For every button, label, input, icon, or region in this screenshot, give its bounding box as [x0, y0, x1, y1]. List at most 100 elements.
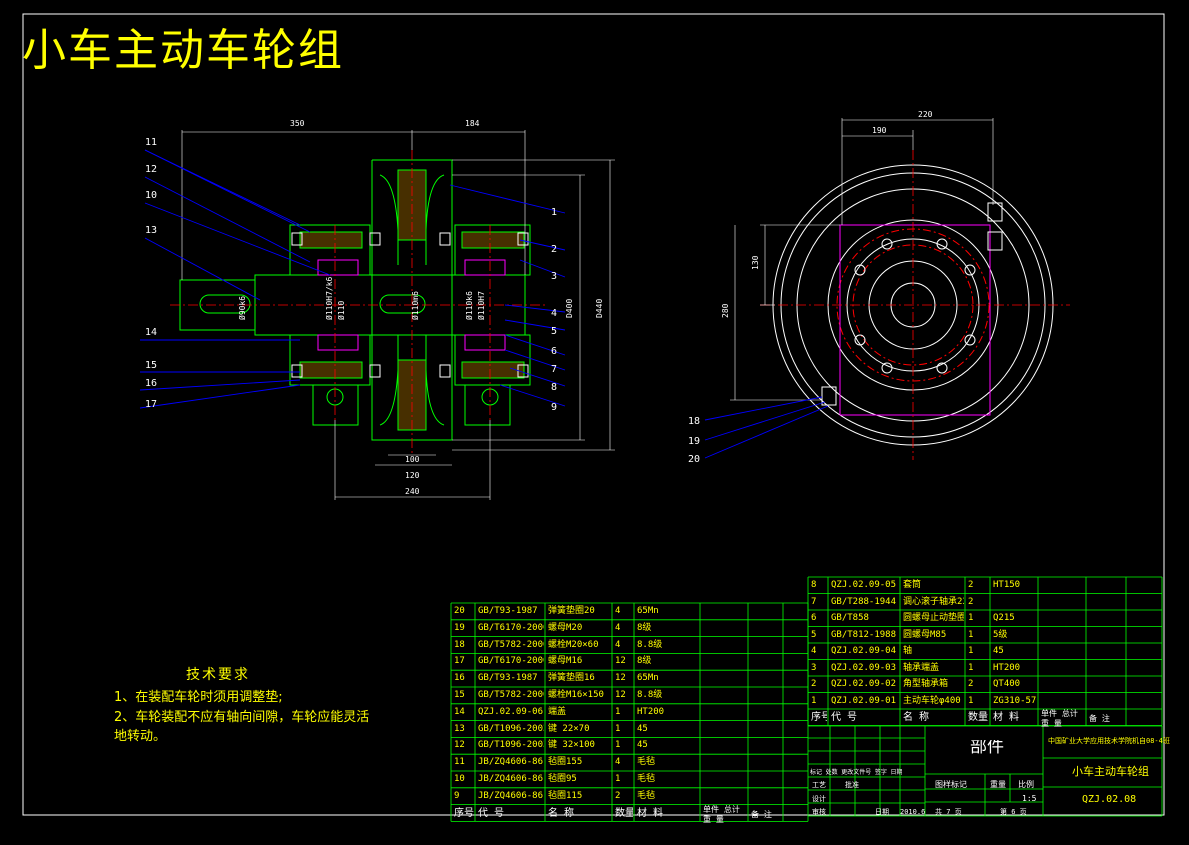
- balloon-number: 11: [145, 137, 157, 148]
- bom-cell-qty: 1: [968, 646, 974, 656]
- bom-header-name: 名 称: [903, 712, 930, 723]
- bom-cell-name: 圆螺母止动垫圈: [903, 613, 964, 623]
- bom-cell-name: 轴承端盖: [903, 662, 940, 673]
- balloon-number: 4: [551, 308, 557, 319]
- side-dimensions: [730, 118, 994, 401]
- bom-cell-code: GB/T6170-2000: [478, 656, 544, 667]
- bom-cell-code: GB/T6170-2000: [478, 622, 544, 633]
- titleblock-design: 设计: [812, 795, 826, 803]
- balloon-number: 7: [551, 364, 557, 375]
- titleblock-school: 中国矿业大学应用技术学院机自08-4班: [1048, 737, 1170, 745]
- bom-cell-qty: 2: [968, 679, 974, 689]
- inner-diameter-label: Ø110H7: [476, 291, 486, 320]
- balloon-number: 16: [145, 378, 157, 389]
- front-leaders-left: [139, 149, 331, 409]
- dim-130: 130: [751, 255, 760, 270]
- bom-cell-code: GB/T858: [831, 613, 869, 623]
- inner-diameter-label: Ø110: [336, 301, 346, 320]
- bom-cell-name: 圆螺母M85: [903, 629, 947, 640]
- bom-cell-qty: 1: [968, 662, 974, 673]
- balloon-number: 3: [551, 271, 557, 282]
- bom-cell-name: 螺母M20: [548, 622, 583, 633]
- bom-cell-no: 12: [454, 740, 465, 751]
- titleblock-revision-cols: 标记 处数 更改文件号 签字 日期: [810, 769, 903, 776]
- titleblock-scale: 1:5: [1022, 794, 1037, 803]
- bom-header-name: 名 称: [548, 807, 575, 819]
- inner-diameter-label: Ø110k6: [464, 291, 474, 320]
- bom-cell-no: 4: [811, 646, 817, 656]
- bom-cell-code: QZJ.02.09-05: [831, 580, 897, 590]
- titleblock-category: 部件: [970, 740, 1004, 755]
- bom-cell-qty: 4: [615, 757, 621, 768]
- bom-cell-mat: 65Mn: [637, 606, 659, 616]
- front-centerlines: [170, 150, 545, 455]
- titleblock-header-mark: 图样标记: [935, 780, 967, 789]
- titleblock-approve: 批准: [845, 781, 859, 789]
- bom-cell-no: 19: [454, 622, 465, 633]
- bom-cell-code: GB/T93-1987: [478, 606, 538, 616]
- bom-cell-qty: 1: [968, 629, 974, 640]
- bom-cell-name: 弹簧垫圈20: [548, 606, 595, 616]
- bom-cell-qty: 2: [615, 790, 621, 801]
- dim-280: 280: [721, 303, 730, 318]
- bom-cell-mat: 45: [637, 723, 648, 734]
- bom-cell-name: 毡圈115: [548, 790, 583, 801]
- bom-cell-name: 螺母M16: [548, 656, 583, 667]
- bom-cell-code: QZJ.02.09-06: [478, 706, 544, 717]
- bom-cell-no: 16: [454, 673, 465, 684]
- balloon-number: 9: [551, 402, 557, 413]
- balloon-number: 20: [688, 454, 700, 465]
- side-leaders: [704, 396, 829, 459]
- bom-cell-mat: 45: [993, 646, 1004, 656]
- bom-cell-code: GB/T5782-2000: [478, 639, 544, 650]
- dim-350: 350: [290, 119, 305, 128]
- bom-header-weight2: 重 量: [703, 814, 724, 824]
- bom-cell-qty: 1: [615, 706, 621, 717]
- bom-cell-qty: 4: [615, 606, 621, 616]
- bom-cell-name: 调心滚子轴承23122: [903, 596, 964, 607]
- titleblock-sheets: 共 7 页: [935, 808, 962, 816]
- titleblock-date: 2010.6: [900, 808, 926, 816]
- inner-diameter-label: Ø90k6: [237, 296, 247, 320]
- bom-header-mat: 材 料: [637, 807, 664, 819]
- balloon-number: 19: [688, 436, 700, 447]
- bom-header-mat: 材 料: [993, 712, 1020, 723]
- bom-cell-mat: 8级: [637, 656, 652, 667]
- bom-cell-name: 轴: [903, 646, 913, 656]
- bom-cell-mat: 65Mn: [637, 673, 659, 684]
- bom-cell-name: 套筒: [903, 580, 922, 590]
- bom-header-weight: 单件 总计: [703, 804, 740, 814]
- dim-190: 190: [872, 126, 887, 135]
- bom-cell-no: 14: [454, 706, 465, 717]
- bom-header-qty: 数量: [968, 712, 988, 723]
- bom-header-qty: 数量: [615, 807, 633, 819]
- tech-requirement-1: 1、在装配车轮时须用调整垫;: [114, 690, 283, 705]
- dim-240: 240: [405, 487, 420, 496]
- bom-cell-no: 9: [454, 790, 460, 801]
- bom-cell-code: JB/ZQ4606-86: [478, 774, 544, 784]
- bom-cell-name: 主动车轮φ400: [903, 695, 961, 706]
- bom-cell-qty: 1: [615, 723, 621, 734]
- balloon-number: 5: [551, 326, 557, 337]
- balloon-number: 12: [145, 164, 157, 175]
- bom-cell-name: 端盖: [548, 706, 567, 717]
- bom-cell-mat: 45: [637, 740, 648, 751]
- bom-cell-mat: 8.8级: [637, 639, 663, 650]
- bom-cell-code: QZJ.02.09-01: [831, 695, 897, 706]
- titleblock-header-scale: 比例: [1018, 780, 1034, 789]
- bom-cell-code: GB/T1096-2003: [478, 740, 544, 751]
- tech-requirements-title: 技术要求: [186, 667, 250, 683]
- bom-header-code: 代 号: [478, 807, 505, 819]
- bom-header-note: 备 注: [751, 809, 772, 819]
- bom-cell-qty: 4: [615, 639, 621, 650]
- titleblock-date-label: 日期: [875, 808, 889, 816]
- bom-cell-code: QZJ.02.09-02: [831, 679, 897, 689]
- balloon-number: 6: [551, 346, 557, 357]
- front-dimensions: [181, 130, 615, 500]
- tech-requirement-3: 地转动。: [114, 729, 167, 744]
- front-leaders-right: [449, 184, 566, 407]
